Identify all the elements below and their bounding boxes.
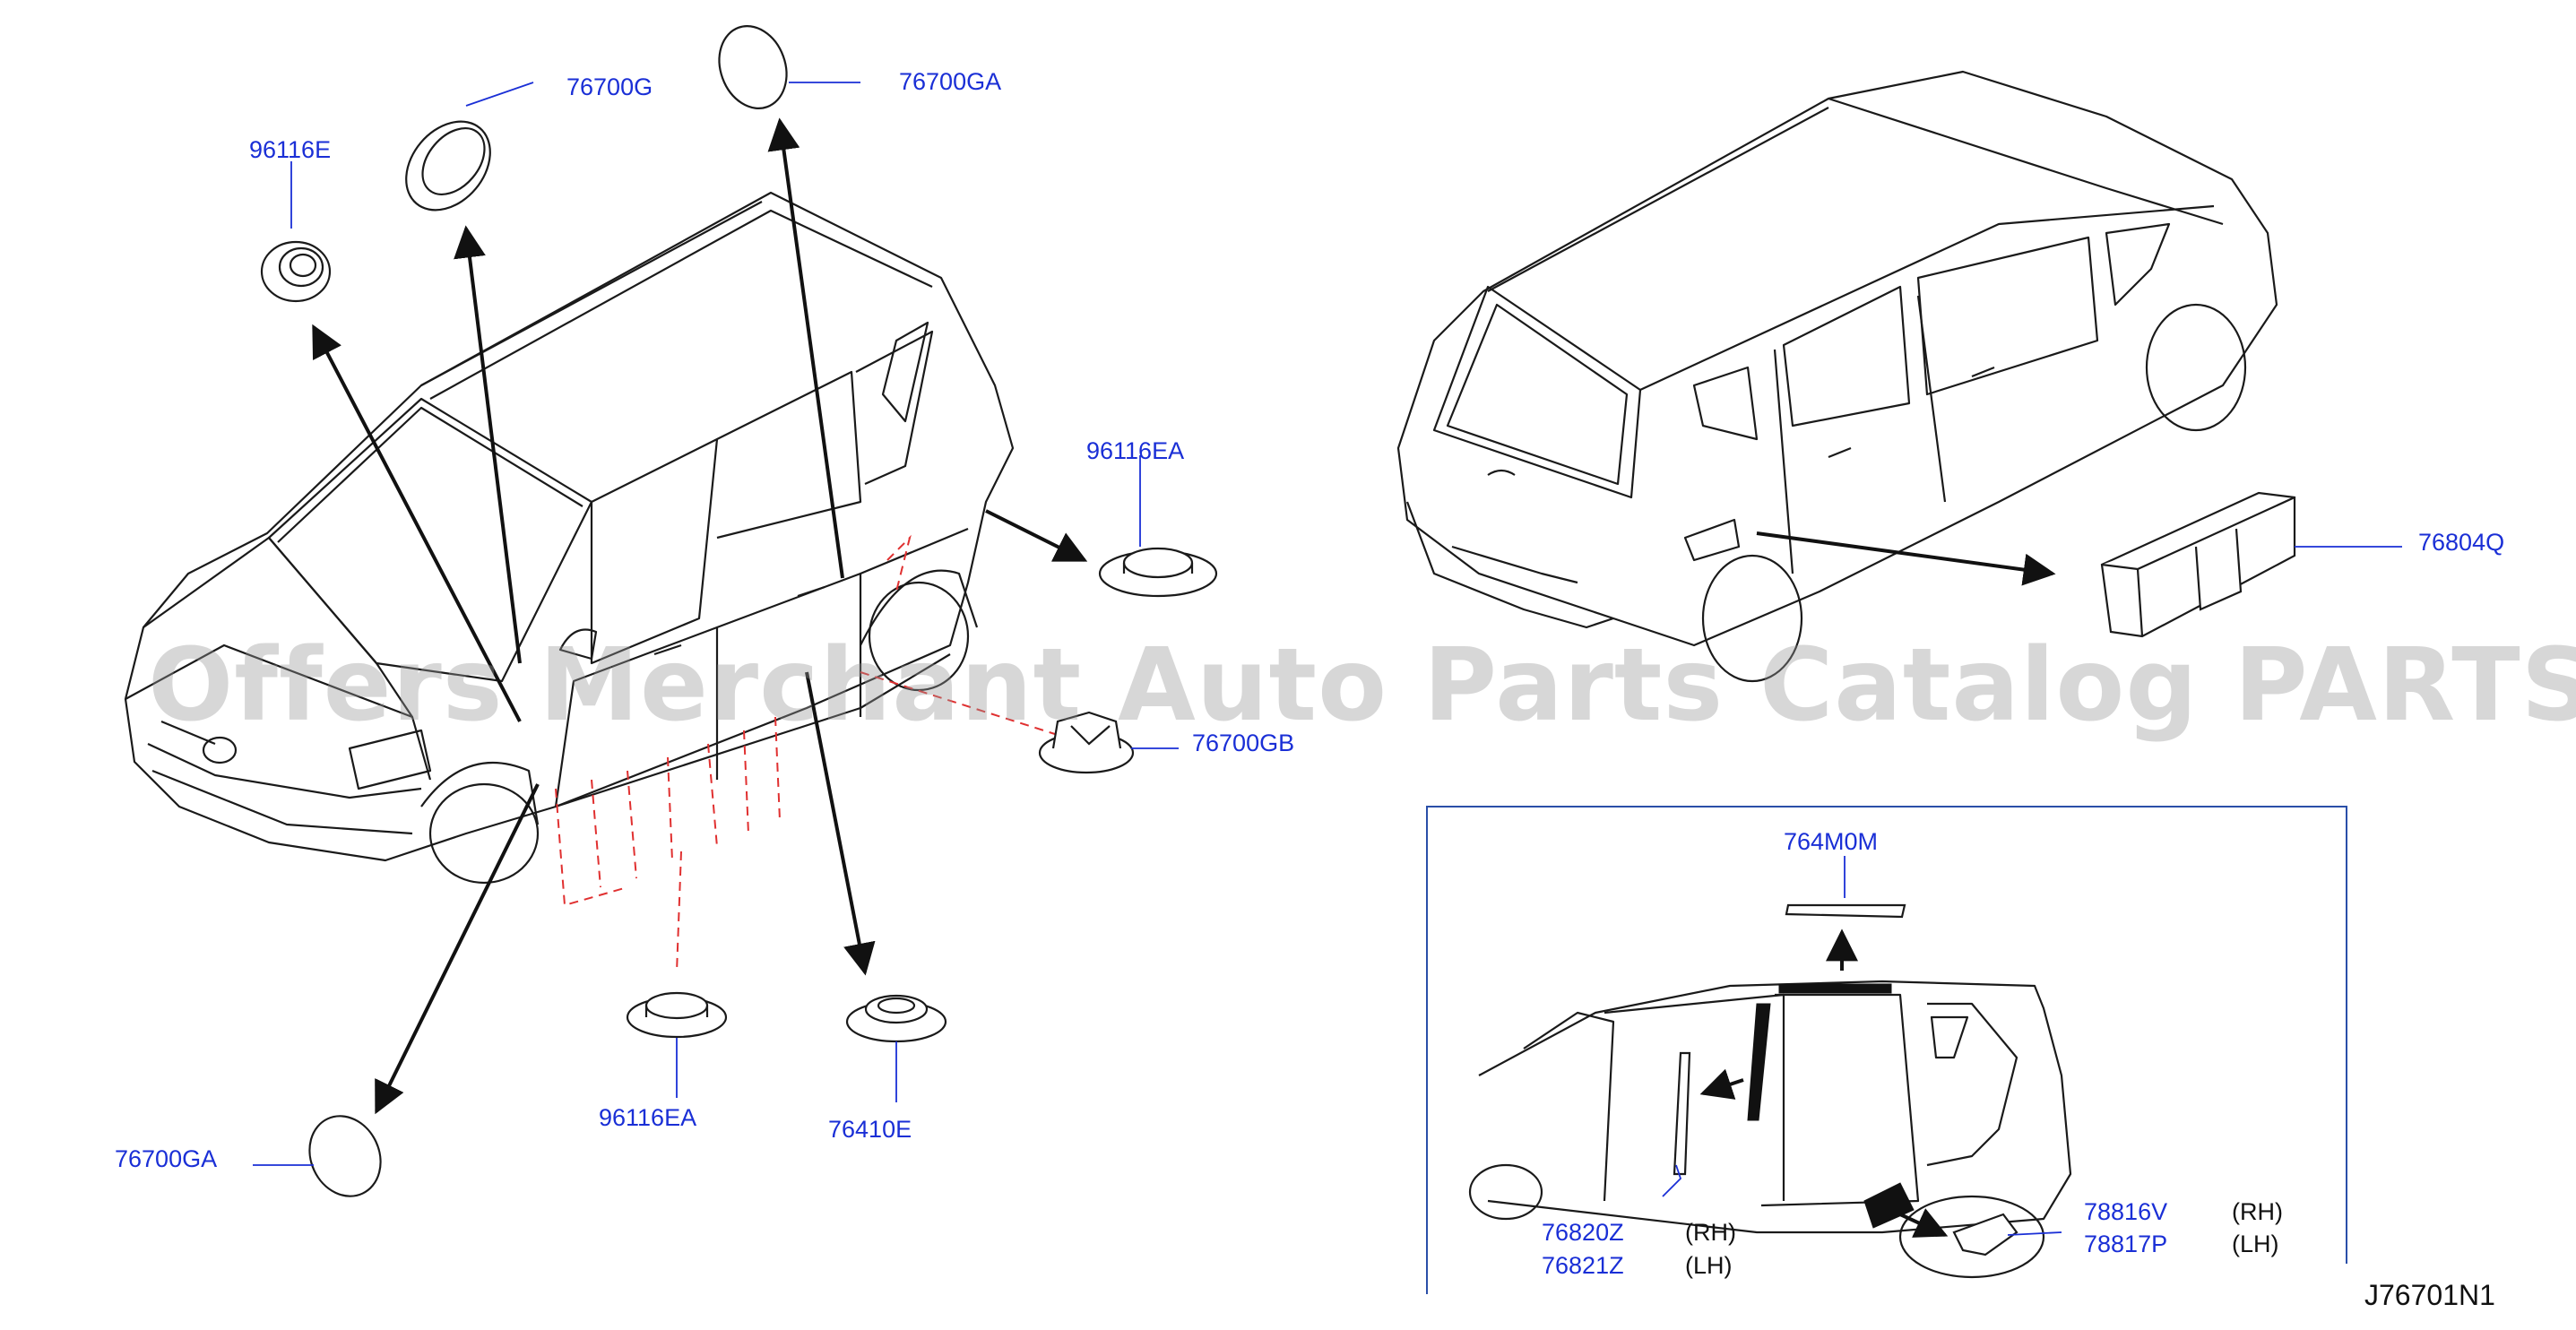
part-plug-76700g bbox=[405, 120, 491, 212]
front-vehicle-outline bbox=[124, 191, 1015, 885]
callout-96116e: 96116E bbox=[249, 136, 332, 163]
callout-76820z: 76820Z bbox=[1542, 1219, 1624, 1246]
inset-arrows bbox=[1699, 928, 1949, 1238]
callout-764m0m: 764M0M bbox=[1784, 828, 1879, 855]
part-grommet-96116ea-right bbox=[1098, 547, 1218, 598]
inset-seal-strips bbox=[1747, 983, 1915, 1229]
callout-76821z: 76821Z bbox=[1542, 1252, 1624, 1279]
part-bracket-76804q bbox=[2100, 491, 2296, 638]
part-grommet-76410e bbox=[845, 994, 947, 1043]
arrows-left-vehicle bbox=[312, 117, 1088, 1115]
side-label-lh-right: (LH) bbox=[2232, 1231, 2279, 1257]
callout-78816v: 78816V bbox=[2084, 1198, 2168, 1225]
callout-76700ga-top: 76700GA bbox=[899, 68, 1002, 95]
side-label-lh-left: (LH) bbox=[1685, 1252, 1733, 1279]
inset-frame bbox=[1426, 806, 2347, 1294]
inset-vehicle-outline bbox=[1468, 980, 2072, 1279]
part-cap-76700ga-top bbox=[718, 25, 788, 109]
side-label-rh-right: (RH) bbox=[2232, 1198, 2283, 1225]
dashed-attach-lines bbox=[555, 534, 1059, 973]
part-cap-76700ga-bottom bbox=[308, 1115, 382, 1197]
rear-vehicle-outline bbox=[1396, 70, 2278, 683]
inset-parts bbox=[1673, 903, 2018, 1257]
callout-96116ea-right: 96116EA bbox=[1086, 437, 1185, 464]
part-grommet-96116ea-bottom bbox=[626, 991, 728, 1039]
callout-78817p: 78817P bbox=[2084, 1231, 2168, 1257]
callout-76700ga-bottom: 76700GA bbox=[115, 1145, 218, 1172]
leader-lines bbox=[253, 82, 2402, 1236]
arrow-right-vehicle bbox=[1756, 531, 2056, 586]
watermark: Offers Merchant Auto Parts Catalog PARTS… bbox=[148, 627, 2576, 744]
callout-76410e: 76410E bbox=[828, 1116, 912, 1143]
callout-76804q: 76804Q bbox=[2418, 529, 2505, 556]
callout-76700g: 76700G bbox=[566, 73, 653, 100]
callout-96116ea-bottom: 96116EA bbox=[599, 1104, 697, 1131]
side-label-rh-left: (RH) bbox=[1685, 1219, 1736, 1246]
part-grommet-96116e bbox=[260, 240, 332, 303]
callout-76700gb: 76700GB bbox=[1192, 730, 1295, 756]
part-clip-76700gb bbox=[1038, 711, 1135, 774]
diagram-code: J76701N1 bbox=[2364, 1279, 2495, 1311]
